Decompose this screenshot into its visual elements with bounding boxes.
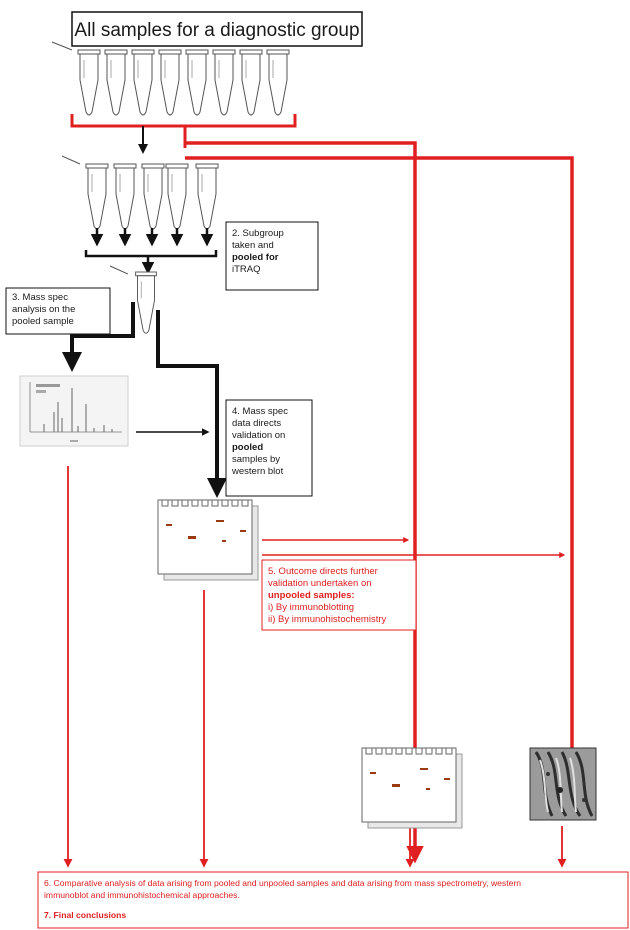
step2-line: pooled for	[232, 252, 279, 263]
step3-line: 3. Mass spec	[12, 292, 68, 303]
red-route-ihc	[185, 156, 581, 798]
diagram-title: All samples for a diagnostic group	[74, 20, 359, 41]
eppendorf-tube-icon	[104, 49, 128, 116]
subgroup-arrows	[84, 228, 218, 275]
step4-line: 4. Mass spec	[232, 406, 288, 417]
eppendorf-tube-icon	[195, 163, 219, 230]
step4-label-box: 4. Mass spec data directs validation on …	[225, 399, 313, 497]
tube-cap-icon	[109, 265, 129, 275]
eppendorf-tube-icon	[141, 163, 165, 230]
eppendorf-tube-icon	[77, 49, 101, 116]
step3-line: pooled sample	[12, 316, 74, 327]
eppendorf-tube-icon	[131, 49, 155, 116]
red-arrows-to-conclusion	[63, 466, 567, 868]
step2-label-box: 2. Subgroup taken and pooled for iTRAQ	[225, 221, 319, 291]
immunohistochemistry-tissue-icon	[529, 747, 597, 821]
sample-tubes-subgroup	[61, 155, 219, 230]
eppendorf-tube-icon	[212, 49, 236, 116]
step5-line: i) By immunoblotting	[268, 602, 354, 613]
eppendorf-tube-icon	[158, 49, 182, 116]
svg-text:4. Mass spec data direct: 4. Mass spec data directs validation on …	[231, 406, 291, 477]
title-box: All samples for a diagnostic group	[71, 11, 363, 47]
step4-line: samples by	[232, 454, 280, 465]
eppendorf-tube-icon	[266, 49, 290, 116]
step2-line: iTRAQ	[232, 264, 261, 275]
mass-spectrum-icon	[19, 375, 129, 447]
step4-line: data directs	[232, 418, 281, 429]
eppendorf-tube-icon	[85, 163, 109, 230]
step5-line: validation undertaken on	[268, 578, 372, 589]
step2-line: taken and	[232, 240, 274, 251]
final-conclusions-label: 7. Final conclusions	[44, 910, 126, 920]
step6-line: 6. Comparative analysis of data arising …	[44, 878, 521, 888]
svg-text:3. Mass spec analysis on: 3. Mass spec analysis on the pooled samp…	[12, 292, 78, 327]
eppendorf-tube-icon	[165, 163, 189, 230]
step6-line: immunoblot and immunohistochemical appro…	[44, 890, 240, 900]
step4-line: pooled	[232, 442, 263, 453]
sample-tubes-all	[51, 41, 290, 116]
conclusion-box: 6. Comparative analysis of data arising …	[37, 871, 629, 929]
step4-line: western blot	[231, 466, 284, 477]
eppendorf-tube-icon	[239, 49, 263, 116]
step5-label-box: 5. Outcome directs further validation un…	[261, 559, 417, 631]
svg-text:6. Comparative analysis of dat: 6. Comparative analysis of data arising …	[44, 878, 523, 900]
step2-line: 2. Subgroup	[232, 228, 284, 239]
step4-line: validation on	[232, 430, 285, 441]
western-blot-gel-icon	[157, 499, 259, 581]
pooled-sample-tube	[109, 265, 157, 334]
step5-line: 5. Outcome directs further	[268, 566, 378, 577]
svg-text:5. Outcome directs further: 5. Outcome directs further validation un…	[268, 566, 386, 625]
eppendorf-tube-icon	[185, 49, 209, 116]
tube-cap-icon	[51, 41, 73, 51]
svg-text:2. Subgroup taken and: 2. Subgroup taken and pooled for iTRAQ	[232, 228, 286, 275]
tube-cap-icon	[61, 155, 81, 165]
eppendorf-tube-icon	[135, 271, 157, 334]
step3-label-box: 3. Mass spec analysis on the pooled samp…	[5, 287, 111, 335]
red-bracket-all-samples	[70, 114, 581, 864]
step3-line: analysis on the	[12, 304, 75, 315]
pooled-flow-arrows	[62, 302, 227, 498]
arrow-to-mass-spec	[62, 302, 135, 372]
step5-line: ii) By immunohistochemistry	[268, 614, 386, 625]
step5-line: unpooled samples:	[268, 590, 355, 601]
eppendorf-tube-icon	[113, 163, 137, 230]
red-arrows-from-gel	[262, 537, 566, 558]
western-blot-gel-icon	[361, 747, 463, 829]
arrow-to-western-pooled	[156, 310, 227, 498]
